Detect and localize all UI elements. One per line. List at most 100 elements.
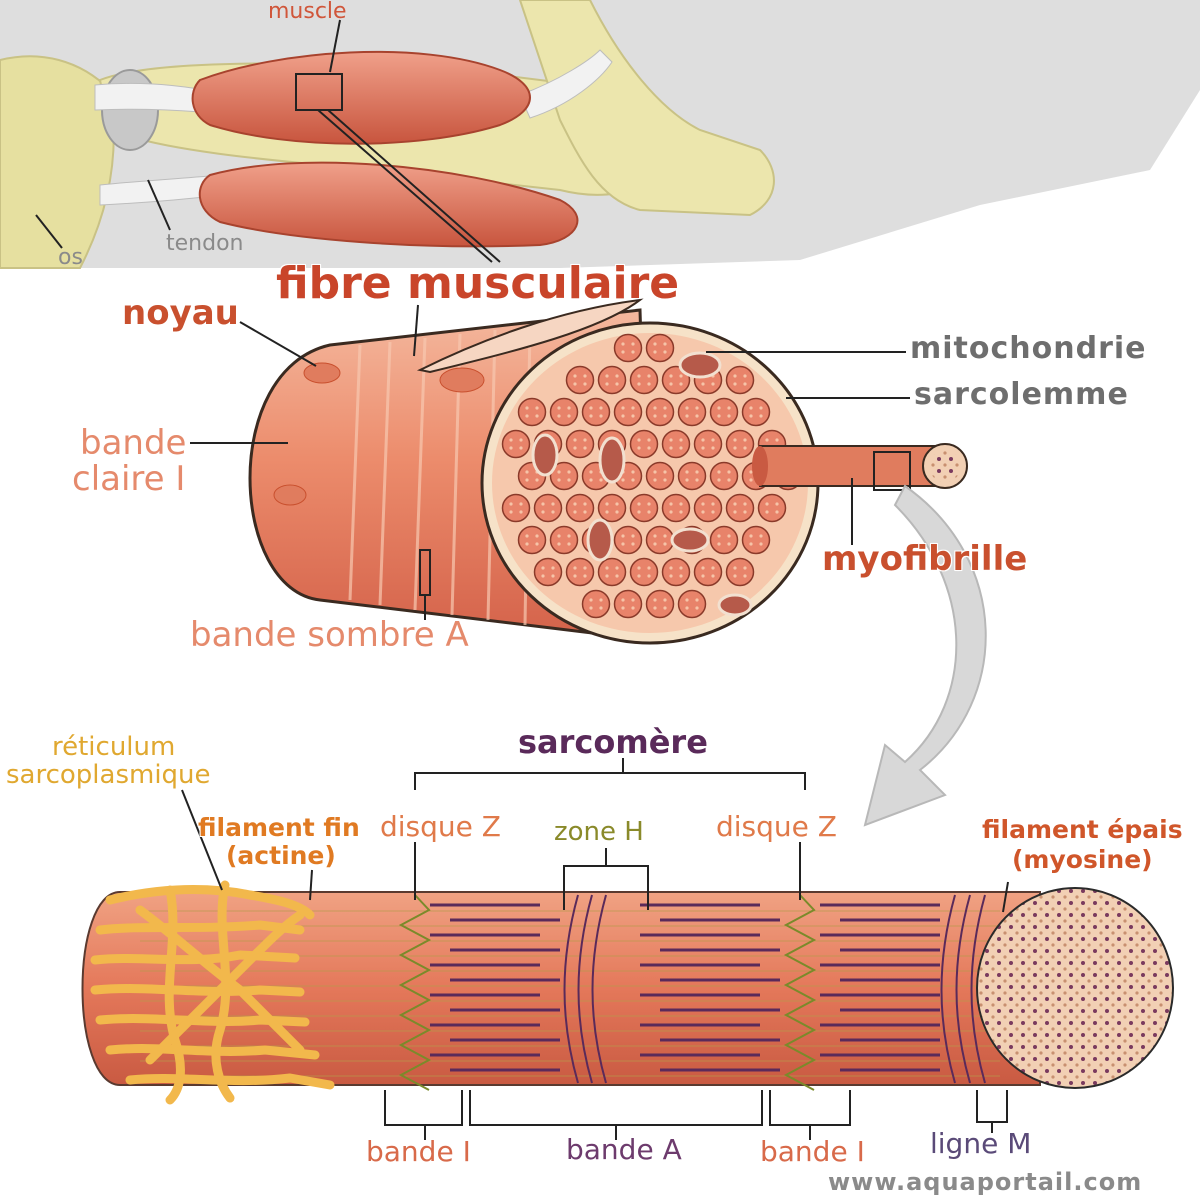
myofibril-dot — [567, 478, 571, 482]
myofibril-dot — [717, 542, 721, 546]
bande-claire-label-line2: claire I — [72, 459, 186, 499]
myofibril-dot — [695, 414, 699, 418]
myofibril-dot — [695, 478, 699, 482]
myofibril-circle — [725, 493, 755, 523]
sarcolemma-flap — [416, 298, 644, 374]
myofibril-circle — [533, 557, 563, 587]
myofibril-circle — [517, 525, 547, 555]
myofibril-dot — [701, 382, 705, 386]
reticulum-tubule — [125, 1073, 335, 1090]
myofibril-dot — [647, 382, 651, 386]
myofibril-dot — [701, 566, 705, 570]
myofibril-dot — [637, 438, 641, 442]
myofibril-dot — [679, 438, 683, 442]
sarcomere-annotations — [181, 758, 1009, 1140]
myofibril-circle — [693, 557, 723, 587]
shoulder-joint — [101, 69, 159, 151]
myofibril-circles — [501, 333, 803, 619]
myofibril-dot — [711, 510, 715, 514]
myofibril-dot — [621, 406, 625, 410]
myofibril-dot — [615, 502, 619, 506]
myofibril-dot — [519, 438, 523, 442]
reticulum-tubule — [164, 885, 185, 1105]
myofibril-dot — [583, 566, 587, 570]
myofibril-dot — [615, 382, 619, 386]
bande-i-right-bracket — [769, 1090, 851, 1126]
myofibril-dot — [589, 478, 593, 482]
myofibril-dot — [717, 406, 721, 410]
myofibril-circle — [709, 397, 739, 427]
myofibril-circle — [565, 429, 595, 459]
myofibril-dot — [599, 406, 603, 410]
myofibril-dot — [679, 510, 683, 514]
myofibril-dot — [663, 534, 667, 538]
myofibril-dot — [669, 510, 673, 514]
myofibril-dot — [711, 574, 715, 578]
myofibril-dot — [765, 510, 769, 514]
myofibril-dot — [663, 598, 667, 602]
myofibril-dot — [775, 502, 779, 506]
myofibril-dot — [509, 446, 513, 450]
myofibril-dot — [573, 446, 577, 450]
myofibril-dot — [621, 478, 625, 482]
myofibril-circle — [757, 493, 787, 523]
bande-i-left-label: bande I — [366, 1135, 471, 1168]
lower-muscle — [198, 161, 579, 248]
myofibril-dot — [733, 502, 737, 506]
myofibril-circle — [709, 461, 739, 491]
myofibril-dot — [551, 566, 555, 570]
myofibril-dot — [711, 502, 715, 506]
zoom-line-2 — [327, 109, 501, 263]
myofibril-dot — [599, 478, 603, 482]
myofibril-dot — [653, 414, 657, 418]
myofibril-dot — [663, 342, 667, 346]
myofibril-circle — [613, 397, 643, 427]
myofibril-circle — [501, 429, 531, 459]
myofibril-dot — [717, 470, 721, 474]
myofibril-dot — [711, 438, 715, 442]
myofibril-dot — [701, 502, 705, 506]
myosine-leader — [1002, 881, 1009, 913]
myofibril-dot — [653, 406, 657, 410]
myofibril-dot — [727, 478, 731, 482]
myofibril-dot — [653, 350, 657, 354]
watermark: www.aquaportail.com — [828, 1168, 1143, 1196]
myofibril-dot — [557, 414, 561, 418]
myofibril-dot — [557, 542, 561, 546]
bande-a-bracket — [469, 1090, 763, 1126]
nucleus-2 — [439, 367, 485, 393]
h-zone-curves — [563, 894, 986, 1084]
tendon-distal — [519, 49, 613, 119]
myofibril-circle — [629, 493, 659, 523]
myofibril-dot — [631, 350, 635, 354]
myofibril-dot — [711, 446, 715, 450]
myofibril-circle — [677, 589, 707, 619]
myofibril-circle — [549, 397, 579, 427]
myofibril-dot — [749, 406, 753, 410]
myofibril-circle — [645, 397, 675, 427]
myofibril-dot — [637, 382, 641, 386]
myofibril-dot — [605, 382, 609, 386]
myofibril-circle — [581, 589, 611, 619]
reticulum-tubule — [95, 920, 305, 935]
myofibril-dot — [653, 342, 657, 346]
myofibril-dot — [621, 342, 625, 346]
filament-fin-label-line1: filament fin — [198, 813, 360, 842]
myofibril-dot — [589, 470, 593, 474]
myofibril-dot — [509, 502, 513, 506]
myofibril-dot — [743, 502, 747, 506]
myofibril-dot — [631, 534, 635, 538]
myofibril-dot — [679, 374, 683, 378]
myofibril-dot — [717, 414, 721, 418]
myofibril-dot — [525, 414, 529, 418]
myofibril-circle — [613, 525, 643, 555]
myofibril-dot — [583, 438, 587, 442]
myofibril-dot — [701, 446, 705, 450]
myofibril-dot — [631, 598, 635, 602]
myofibril-dot — [647, 438, 651, 442]
myofibril-dot — [749, 414, 753, 418]
myofibril-dot — [535, 534, 539, 538]
myofibril-dot — [509, 510, 513, 514]
myofibril-dot — [711, 382, 715, 386]
myofibril-dot — [519, 502, 523, 506]
